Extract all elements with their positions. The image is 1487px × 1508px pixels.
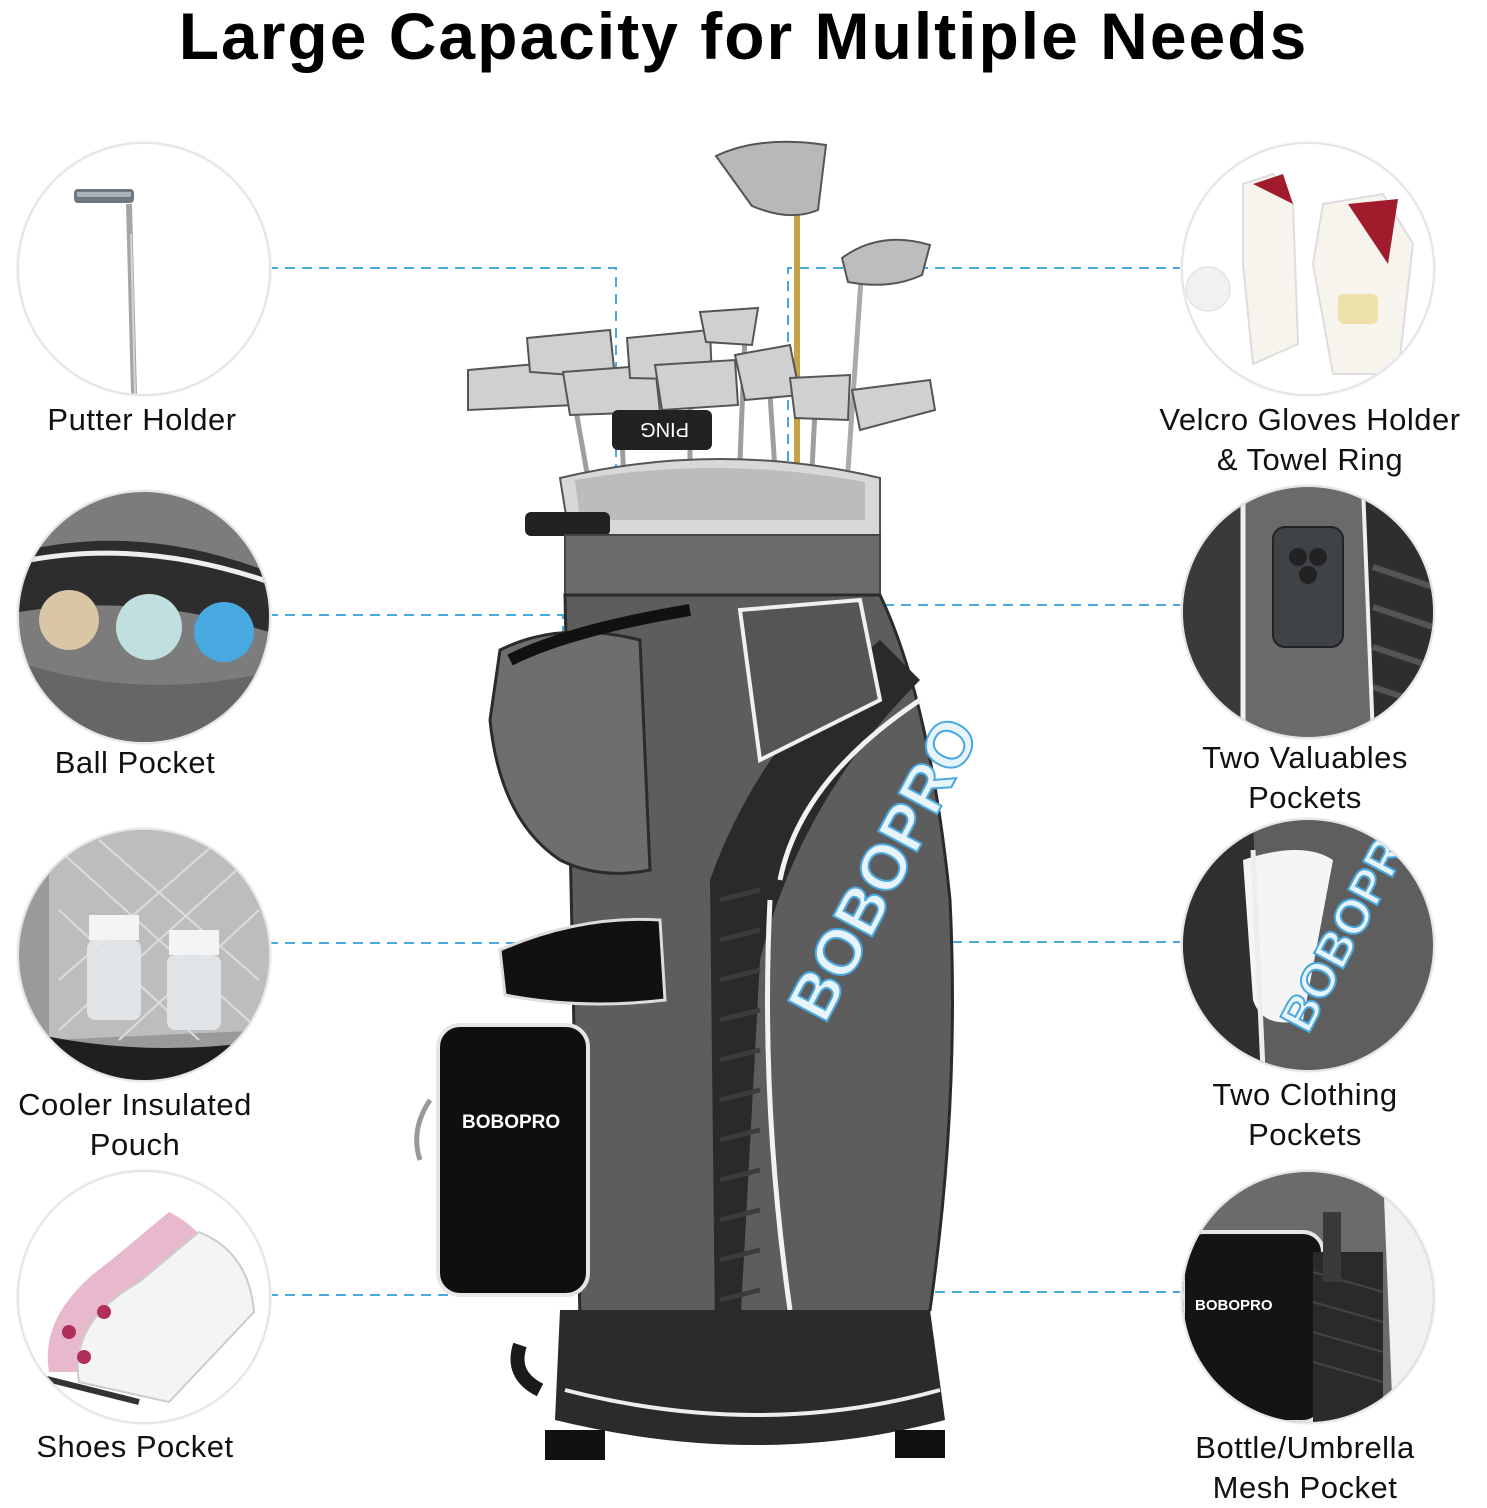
- bottle-pocket-image: BOBOPRO: [1181, 1170, 1435, 1424]
- gloves-holder-image: [1181, 142, 1435, 396]
- putter-holder-image: [17, 142, 271, 396]
- golf-shoes-icon: [19, 1172, 269, 1422]
- valuables-pocket-image: [1181, 485, 1435, 739]
- cooler-pouch-shape: [498, 917, 667, 1006]
- ball-pocket-image: [17, 490, 271, 744]
- callout-lines: [268, 267, 1183, 1296]
- label-cooler-pouch: Cooler Insulated Pouch: [18, 1087, 252, 1162]
- label-putter-holder: Putter Holder: [47, 402, 237, 437]
- svg-text:PING: PING: [640, 418, 689, 440]
- bag-logo-text: BOBOPRO: [774, 706, 993, 1032]
- cooler-pouch-image: [17, 828, 271, 1082]
- putter-icon: [19, 144, 269, 394]
- callout-dots: [553, 478, 853, 1302]
- golf-clubs-icon: PING: [467, 140, 937, 491]
- umbrella-pocket-icon: BOBOPRO: [1183, 1172, 1433, 1422]
- phone-pocket-icon: [1183, 487, 1433, 737]
- golf-balls-icon: [19, 492, 269, 742]
- bag-base: [510, 1310, 945, 1460]
- clothing-pocket-image: BOBOPRO: [1181, 818, 1435, 1072]
- front-pocket-shape: BOBOPRO: [414, 1023, 590, 1297]
- label-valuables-pockets: Two Valuables Pockets: [1202, 740, 1408, 815]
- label-bottle-pocket: Bottle/Umbrella Mesh Pocket: [1195, 1430, 1415, 1505]
- bottle-logo-text: BOBOPRO: [1195, 1297, 1273, 1314]
- shoes-pocket-image: [17, 1170, 271, 1424]
- label-clothing-pockets: Two Clothing Pockets: [1212, 1077, 1398, 1152]
- gloves-icon: [1183, 144, 1433, 394]
- label-ball-pocket: Ball Pocket: [54, 745, 216, 780]
- ball-pocket-shape: [488, 604, 691, 875]
- clothing-pocket-icon: BOBOPRO: [1183, 820, 1433, 1070]
- label-gloves-holder: Velcro Gloves Holder & Towel Ring: [1159, 402, 1461, 477]
- bag-body: BOBOPRO: [563, 593, 994, 1347]
- bag-top: [525, 458, 881, 596]
- label-shoes-pocket: Shoes Pocket: [36, 1429, 234, 1464]
- page-title: Large Capacity for Multiple Needs: [178, 0, 1309, 73]
- cooler-bottles-icon: [19, 830, 269, 1080]
- pocket-logo-text: BOBOPRO: [462, 1112, 560, 1133]
